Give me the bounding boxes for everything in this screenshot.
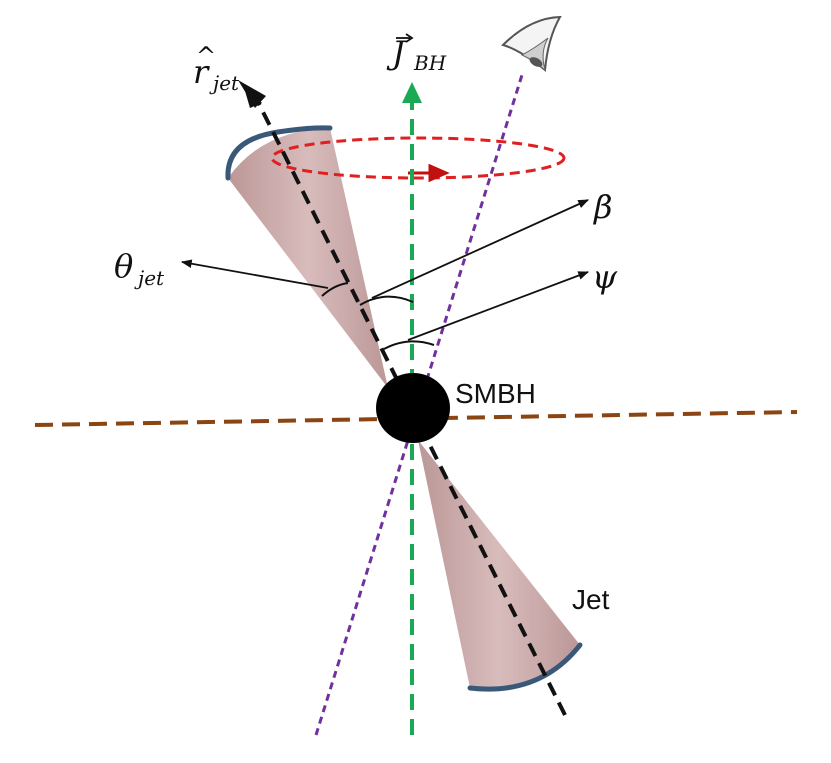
label-beta: β [593,188,613,226]
psi-arc [383,340,435,350]
jet-axis-line [251,91,567,716]
eye-icon [501,15,562,72]
label-j-bh: J BH [386,33,447,75]
j-bh-symbol: J [386,34,407,72]
beta-arc [359,295,414,306]
lower-jet-cone-rim [467,642,583,692]
label-smbh: SMBH [455,378,536,409]
theta-jet-subscript: jet [134,266,165,290]
j-bh-vector-arrowhead [405,33,414,43]
r-jet-symbol: r [193,53,210,91]
precession-ellipse [270,136,566,180]
theta-jet-arc [321,282,349,297]
black-hole [376,373,450,443]
spin-axis-arrowhead [402,82,422,103]
beta-leader [371,199,589,299]
upper-jet-cone-rim [225,125,333,181]
jet-axis-arrowhead-tip [243,84,262,108]
label-jet: Jet [572,584,610,615]
theta-jet-leader [180,259,329,289]
line-of-sight-line [314,74,524,736]
r-jet-subscript: jet [209,71,240,95]
lower-jet-cone [418,440,580,689]
theta-jet-symbol: θ [114,247,133,285]
label-psi: ψ [592,258,618,296]
label-r-jet: r ^ jet [193,42,240,95]
psi-leader [407,271,590,341]
label-theta-jet: θ jet [114,247,165,290]
r-jet-hat: ^ [196,42,216,70]
j-bh-subscript: BH [413,51,447,75]
upper-jet-cone [228,128,388,388]
